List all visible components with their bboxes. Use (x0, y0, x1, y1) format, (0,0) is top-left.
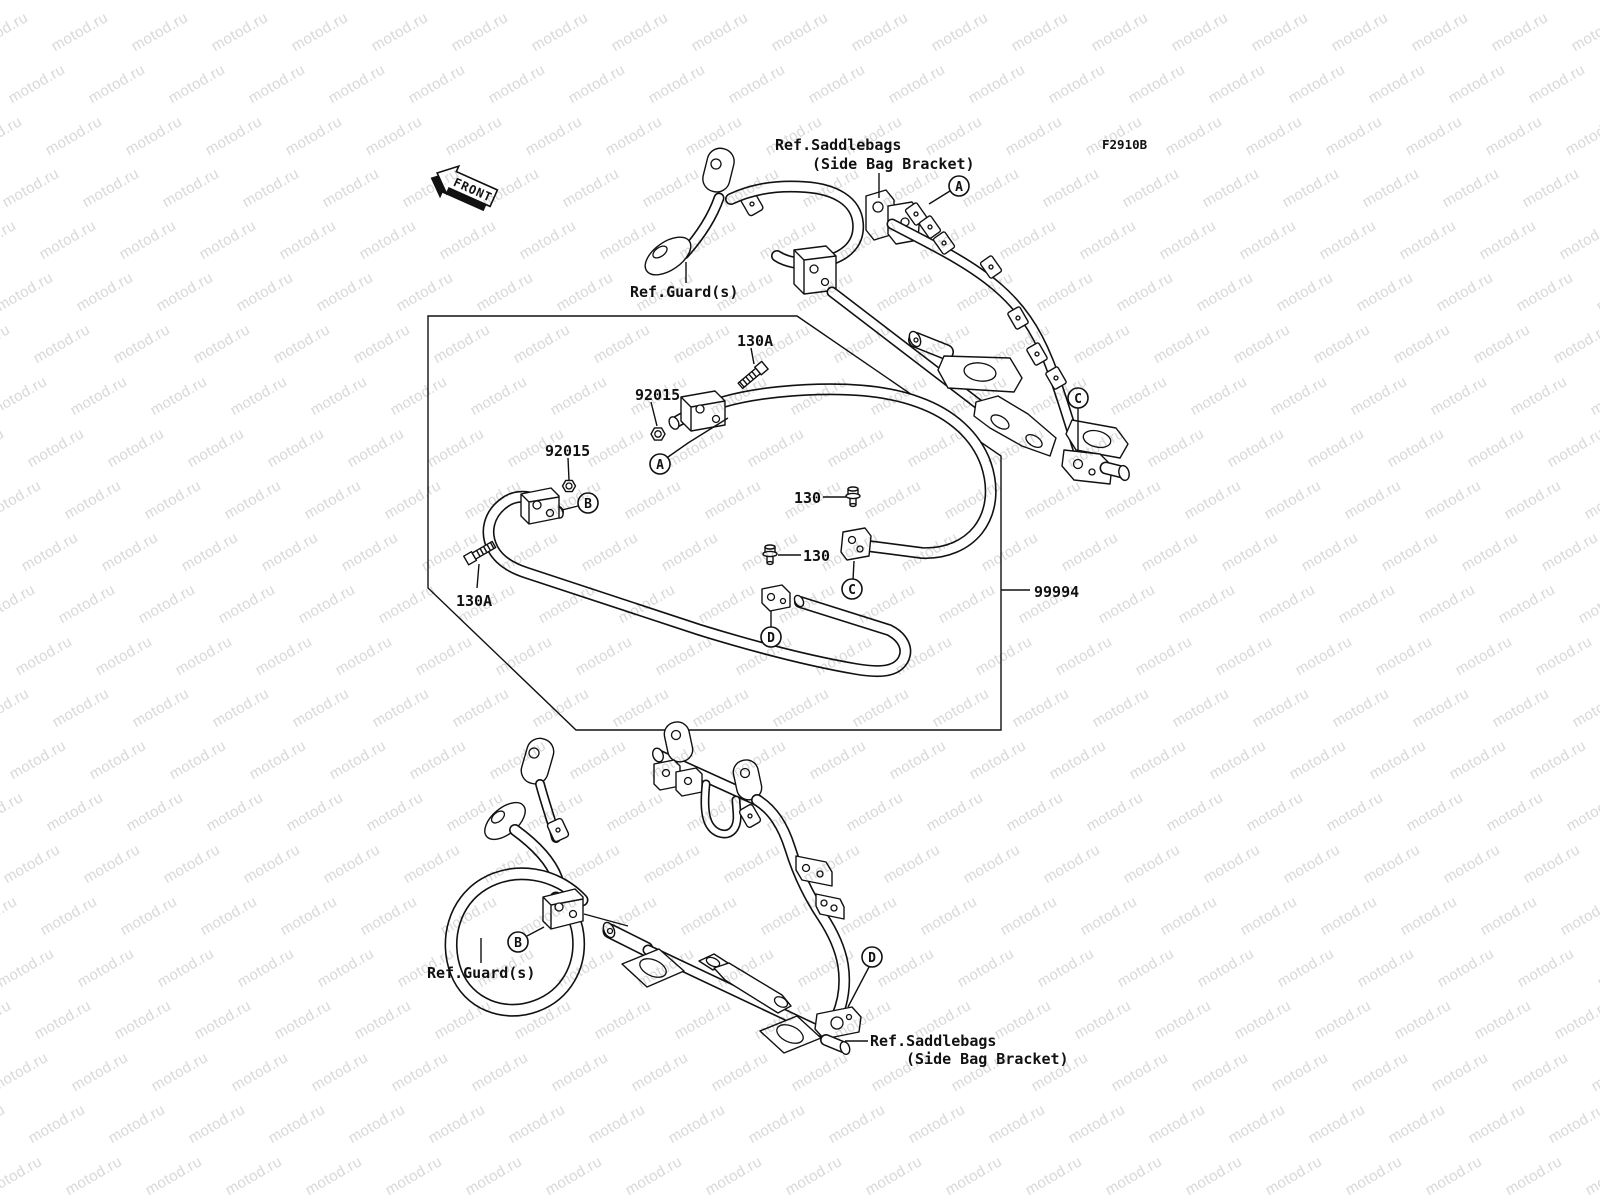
part-130-d: 130 (803, 547, 830, 565)
strap-plate (713, 962, 792, 1014)
clip-bracket-bottom (546, 817, 570, 843)
guard-rail-left (484, 492, 910, 676)
part-92015-top: 92015 (635, 386, 680, 404)
ref-guard-bottom: Ref.Guard(s) (427, 964, 535, 982)
kit-part-number: 99994 (1034, 583, 1079, 601)
ref-saddlebags-top-line2: (Side Bag Bracket) (812, 155, 975, 173)
callout-c-box: C (841, 578, 863, 600)
callout-d-box: D (760, 626, 782, 648)
part-130a-left: 130A (456, 592, 492, 610)
guard-loop-bottom (446, 868, 587, 1016)
bolt-130-d-icon (762, 544, 778, 566)
ref-saddlebags-bottom-line2: (Side Bag Bracket) (906, 1050, 1069, 1068)
svg-text:B: B (584, 497, 592, 512)
svg-text:B: B (514, 936, 522, 951)
part-130a-top: 130A (737, 332, 773, 350)
bottom-assembly: B Ref.Guard(s) (427, 721, 1069, 1068)
rail-clips (904, 202, 1067, 390)
callout-d-bottom: D (861, 946, 883, 968)
figure-code: F2910B (1102, 137, 1148, 152)
rail-end-block (1061, 449, 1113, 485)
ref-saddlebags-bottom-line1: Ref.Saddlebags (870, 1032, 996, 1050)
guard-tab (702, 147, 735, 193)
ref-saddlebags-top-line1: Ref.Saddlebags (775, 136, 901, 154)
kit-contents: 130A 92015 A 92015 B (456, 332, 997, 678)
kit-outline-box: 99994 (427, 315, 1079, 731)
svg-text:C: C (848, 583, 856, 598)
callout-b-bottom: B (507, 931, 529, 953)
callout-a-box: A (649, 453, 671, 475)
callout-b-box: B (577, 492, 599, 514)
rail-block-1 (795, 855, 833, 887)
bolt-130-c-icon (845, 486, 861, 508)
svg-text:D: D (767, 631, 775, 646)
clip-bracket-rail (738, 803, 762, 829)
part-130-c: 130 (794, 489, 821, 507)
bracket-tab-1 (663, 721, 694, 763)
clamp-d-bracket (761, 584, 791, 612)
svg-text:C: C (1074, 392, 1082, 407)
nut-92015-left-icon (561, 479, 577, 493)
bracket-j-hook (702, 781, 740, 837)
part-92015-left: 92015 (545, 442, 590, 460)
clamp-c-bracket (840, 527, 872, 561)
guard-rear-tube (828, 288, 990, 414)
ref-guard-top: Ref.Guard(s) (630, 283, 738, 301)
callout-c-top: C (1067, 387, 1089, 409)
guard-strap-plate (973, 395, 1057, 457)
guard-rail-right (671, 384, 995, 558)
top-assembly: Ref.Saddlebags (Side Bag Bracket) A Ref.… (630, 136, 1130, 485)
svg-text:D: D (868, 951, 876, 966)
callout-a-top: A (948, 175, 970, 197)
bolt-130a-left-icon (463, 540, 497, 566)
front-arrow-icon: FRONT (430, 164, 499, 212)
bolt-130a-top-icon (737, 360, 769, 390)
cross-cylinder (604, 925, 652, 955)
guard-lug (644, 236, 692, 276)
guard-tab-bottom (520, 737, 555, 785)
nut-92015-top-icon (650, 427, 666, 441)
svg-text:A: A (955, 180, 963, 195)
bracket-side-rail (752, 795, 849, 1021)
svg-text:A: A (656, 458, 664, 473)
